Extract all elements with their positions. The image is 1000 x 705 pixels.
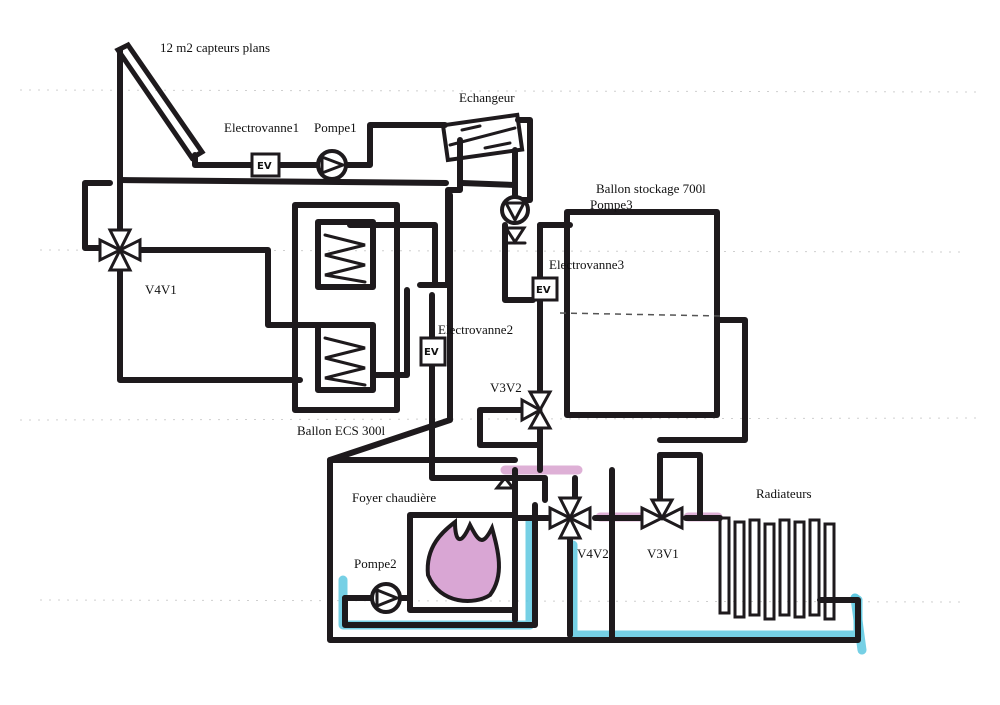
storage-tank: [559, 209, 721, 418]
ev-mark: EV: [424, 347, 439, 358]
foyer-label: Foyer chaudière: [352, 490, 437, 505]
radiators: [718, 516, 836, 621]
v4v2-label: V4V2: [577, 546, 609, 561]
ev-mark: EV: [536, 285, 551, 296]
collector-label: 12 m2 capteurs plans: [160, 40, 271, 55]
electrovanne3-label: Electrovanne3: [549, 257, 625, 272]
pompe3-symbol: [500, 195, 530, 225]
v4v1-label: V4V1: [145, 282, 177, 297]
v3v1-symbol: [640, 498, 684, 531]
pompe2-label: Pompe2: [354, 556, 397, 571]
pompe2-symbol: [370, 582, 402, 614]
heat-exchanger: [440, 112, 525, 163]
v3v2-symbol: [520, 390, 553, 430]
electrovanne1-symbol: EV: [250, 152, 281, 178]
scan-artifacts: [19, 89, 981, 603]
electrovanne2-label: Electrovanne2: [438, 322, 514, 337]
pompe1-symbol: [316, 149, 348, 181]
electrovanne2-symbol: EV: [419, 336, 447, 367]
pompe1-label: Pompe1: [314, 120, 357, 135]
echangeur-label: Echangeur: [459, 90, 515, 105]
v3v2-label: V3V2: [490, 380, 522, 395]
ev-mark: EV: [257, 161, 272, 172]
electrovanne1-label: Electrovanne1: [224, 120, 300, 135]
radiateurs-label: Radiateurs: [756, 486, 812, 501]
v4v1-symbol: [98, 228, 142, 272]
ballon-stockage-label: Ballon stockage 700l: [596, 181, 706, 196]
check-valve-symbol: [493, 226, 527, 490]
pipework: [82, 47, 861, 643]
ecs-tank: [292, 202, 400, 413]
pompe3-label: Pompe3: [590, 197, 633, 212]
solar-collector: [114, 41, 206, 162]
v4v2-symbol: [548, 496, 592, 540]
v3v1-label: V3V1: [647, 546, 679, 561]
cold-return-highlight: [338, 515, 867, 655]
ballon-ecs-label: Ballon ECS 300l: [297, 423, 386, 438]
boiler: [407, 512, 518, 613]
electrovanne3-symbol: EV: [531, 276, 559, 302]
